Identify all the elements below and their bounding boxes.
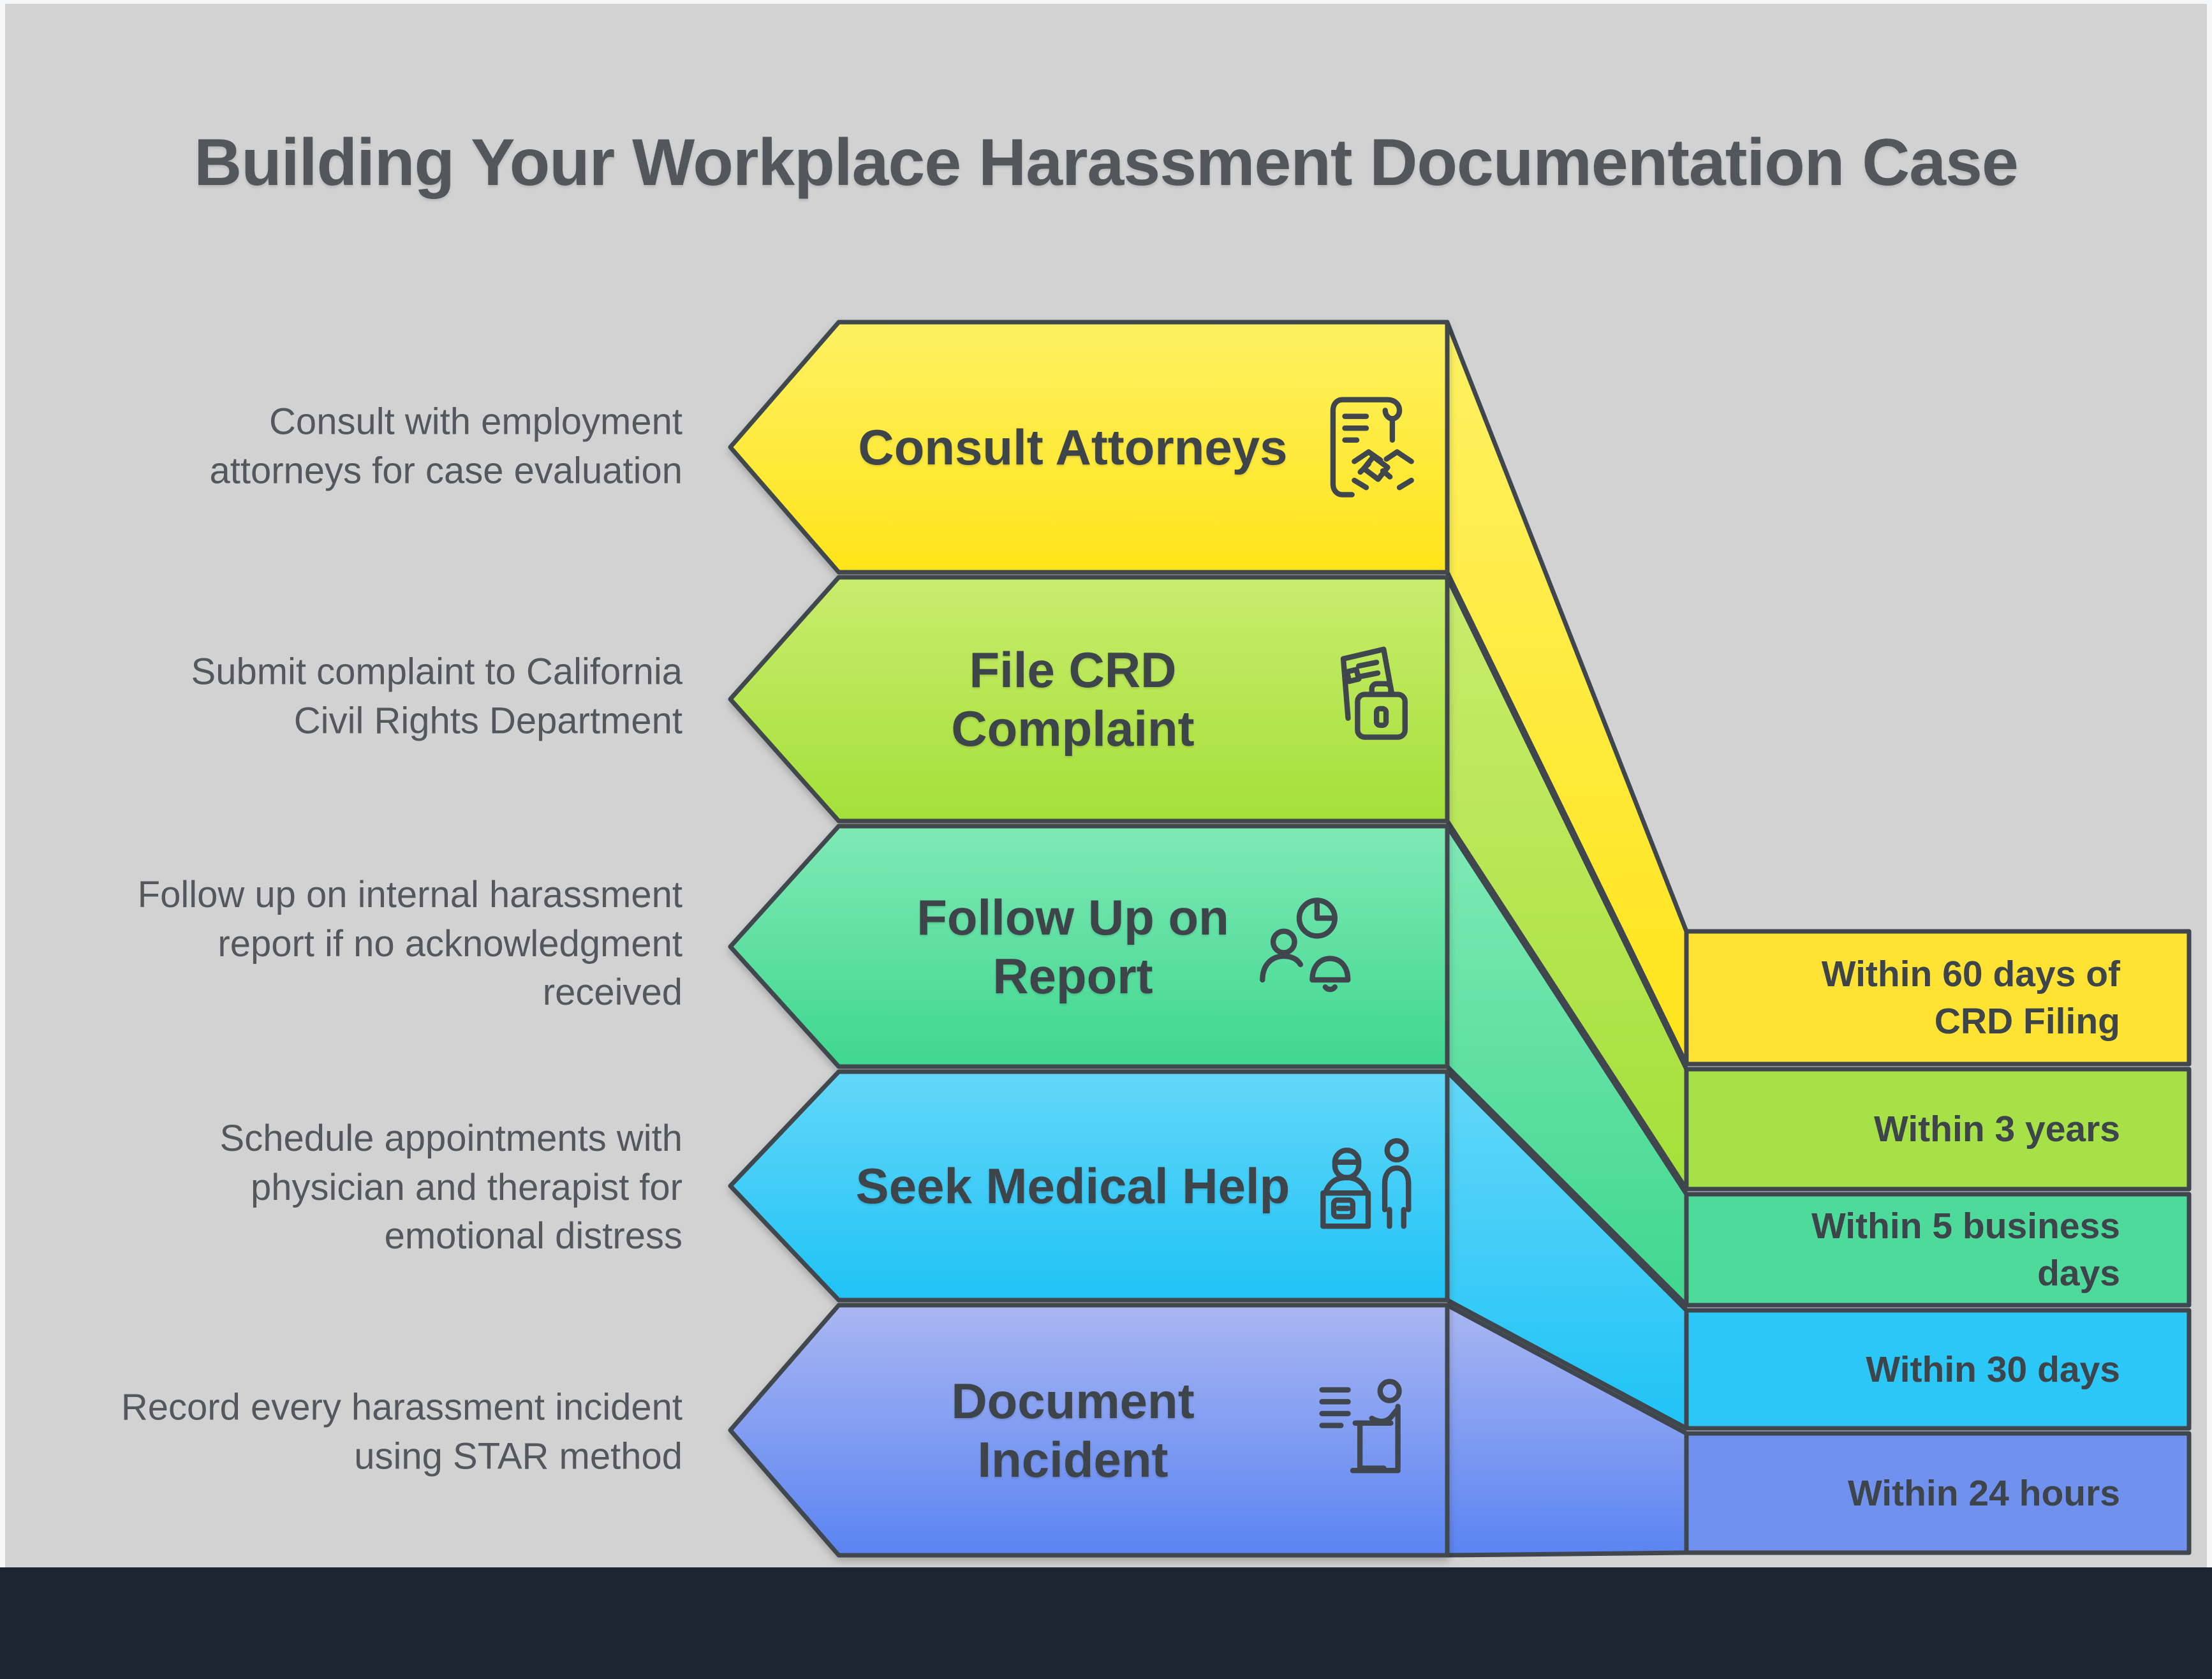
description-consult-attorneys: Consult with employment attorneys for ca… xyxy=(209,401,682,491)
step-seek-medical-help: Seek Medical Help xyxy=(855,1127,1429,1245)
timeline-label-follow-up: Within 5 business days xyxy=(1811,1205,2120,1294)
banner-document-incident xyxy=(728,1303,1450,1558)
contract-handshake-icon xyxy=(1307,388,1426,507)
doctor-patient-icon xyxy=(1309,1127,1427,1245)
person-chart-bell-icon xyxy=(1248,887,1367,1006)
document-briefcase-icon xyxy=(1310,640,1429,758)
step-label: Consult Attorneys xyxy=(858,418,1288,475)
timeline-box-document-incident xyxy=(1684,1431,2192,1555)
timeline-box-consult-attorneys xyxy=(1684,929,2192,1067)
banner-file-crd xyxy=(728,575,1450,824)
timeline-label-consult-attorneys: Within 60 days of CRD Filing xyxy=(1821,953,2120,1042)
page-title: Building Your Workplace Harassment Docum… xyxy=(194,126,2019,200)
step-label: Follow Up on Report xyxy=(917,889,1229,1004)
description-document-incident: Record every harassment incident using S… xyxy=(121,1386,682,1477)
banner-follow-up xyxy=(728,824,1450,1069)
timeline-label-file-crd: Within 3 years xyxy=(1874,1108,2120,1150)
timeline-label-seek-medical-help: Within 30 days xyxy=(1866,1349,2120,1390)
step-consult-attorneys: Consult Attorneys xyxy=(855,388,1429,507)
step-file-crd: File CRD Complaint xyxy=(855,640,1429,758)
step-label: File CRD Complaint xyxy=(951,641,1195,757)
timeline-box-seek-medical-help xyxy=(1684,1308,2192,1431)
step-follow-up: Follow Up on Report xyxy=(855,887,1429,1006)
description-follow-up: Follow up on internal harassment report … xyxy=(137,874,682,1014)
banner-seek-medical-help xyxy=(728,1069,1450,1303)
timeline-box-follow-up xyxy=(1684,1192,2192,1308)
step-label: Document Incident xyxy=(951,1372,1195,1488)
person-desk-icon xyxy=(1310,1371,1429,1490)
description-seek-medical-help: Schedule appointments with physician and… xyxy=(219,1118,682,1257)
step-document-incident: Document Incident xyxy=(855,1371,1429,1490)
banner-consult-attorneys xyxy=(728,320,1450,575)
footer-bar xyxy=(0,1567,2212,1679)
timeline-box-file-crd xyxy=(1684,1067,2192,1192)
timeline-label-document-incident: Within 24 hours xyxy=(1848,1472,2120,1514)
description-file-crd: Submit complaint to California Civil Rig… xyxy=(191,651,682,741)
step-label: Seek Medical Help xyxy=(855,1157,1290,1214)
